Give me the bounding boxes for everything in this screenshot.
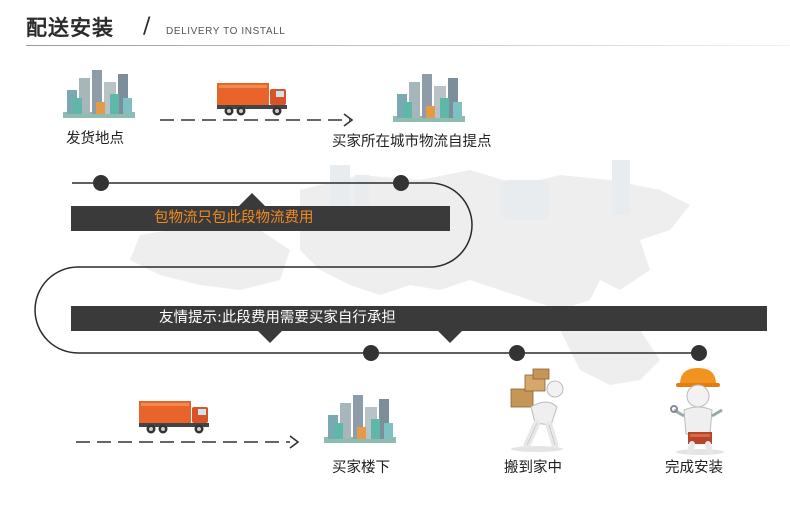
reminder-text: 友情提示:此段费用需要买家自行承担 — [159, 310, 396, 326]
installed-label: 完成安装 — [665, 460, 723, 476]
title-separator: / — [143, 14, 151, 39]
logistics-covered-bar: 包物流只包此段物流费用 — [71, 206, 450, 231]
header-divider — [26, 45, 790, 46]
logistics-covered-text: 包物流只包此段物流费用 — [154, 210, 314, 226]
city-station-label: 买家所在城市物流自提点 — [332, 134, 492, 150]
origin-label: 发货地点 — [66, 131, 124, 147]
track-dot — [393, 175, 409, 191]
bar-pointer — [239, 193, 265, 206]
page-title: 配送安装 — [26, 16, 114, 40]
truck-icon — [217, 83, 287, 116]
delivery-person-icon — [510, 368, 564, 452]
reminder-bar: 友情提示:此段费用需要买家自行承担 — [71, 306, 767, 331]
bar-pointer — [437, 330, 463, 343]
installer-icon — [670, 368, 724, 455]
downstairs-label: 买家楼下 — [332, 460, 390, 476]
track-dot — [363, 345, 379, 361]
track-dot — [93, 175, 109, 191]
carry-home-label: 搬到家中 — [504, 460, 562, 476]
bar-pointer — [257, 330, 283, 343]
buildings-icon — [63, 70, 135, 118]
buildings-icon — [393, 74, 465, 122]
buildings-icon — [324, 395, 396, 443]
page-subtitle: DELIVERY TO INSTALL — [166, 26, 286, 37]
truck-icon — [139, 401, 209, 434]
track-dot — [509, 345, 525, 361]
track-dot — [691, 345, 707, 361]
